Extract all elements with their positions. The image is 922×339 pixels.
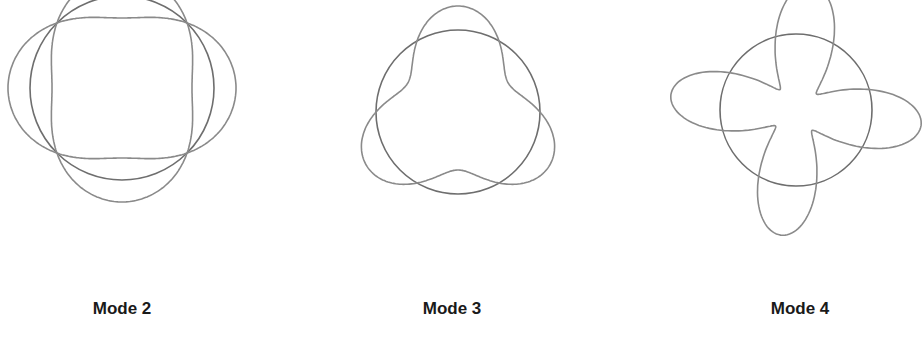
deformed-ring xyxy=(671,0,921,235)
deformed-ring xyxy=(51,0,192,202)
undeformed-ring xyxy=(720,34,872,186)
deformed-ring xyxy=(8,17,236,158)
mode-label: Mode 3 xyxy=(423,299,482,319)
mode-label: Mode 4 xyxy=(771,299,830,319)
deformed-ring xyxy=(361,6,554,184)
mode-label: Mode 2 xyxy=(93,299,152,319)
